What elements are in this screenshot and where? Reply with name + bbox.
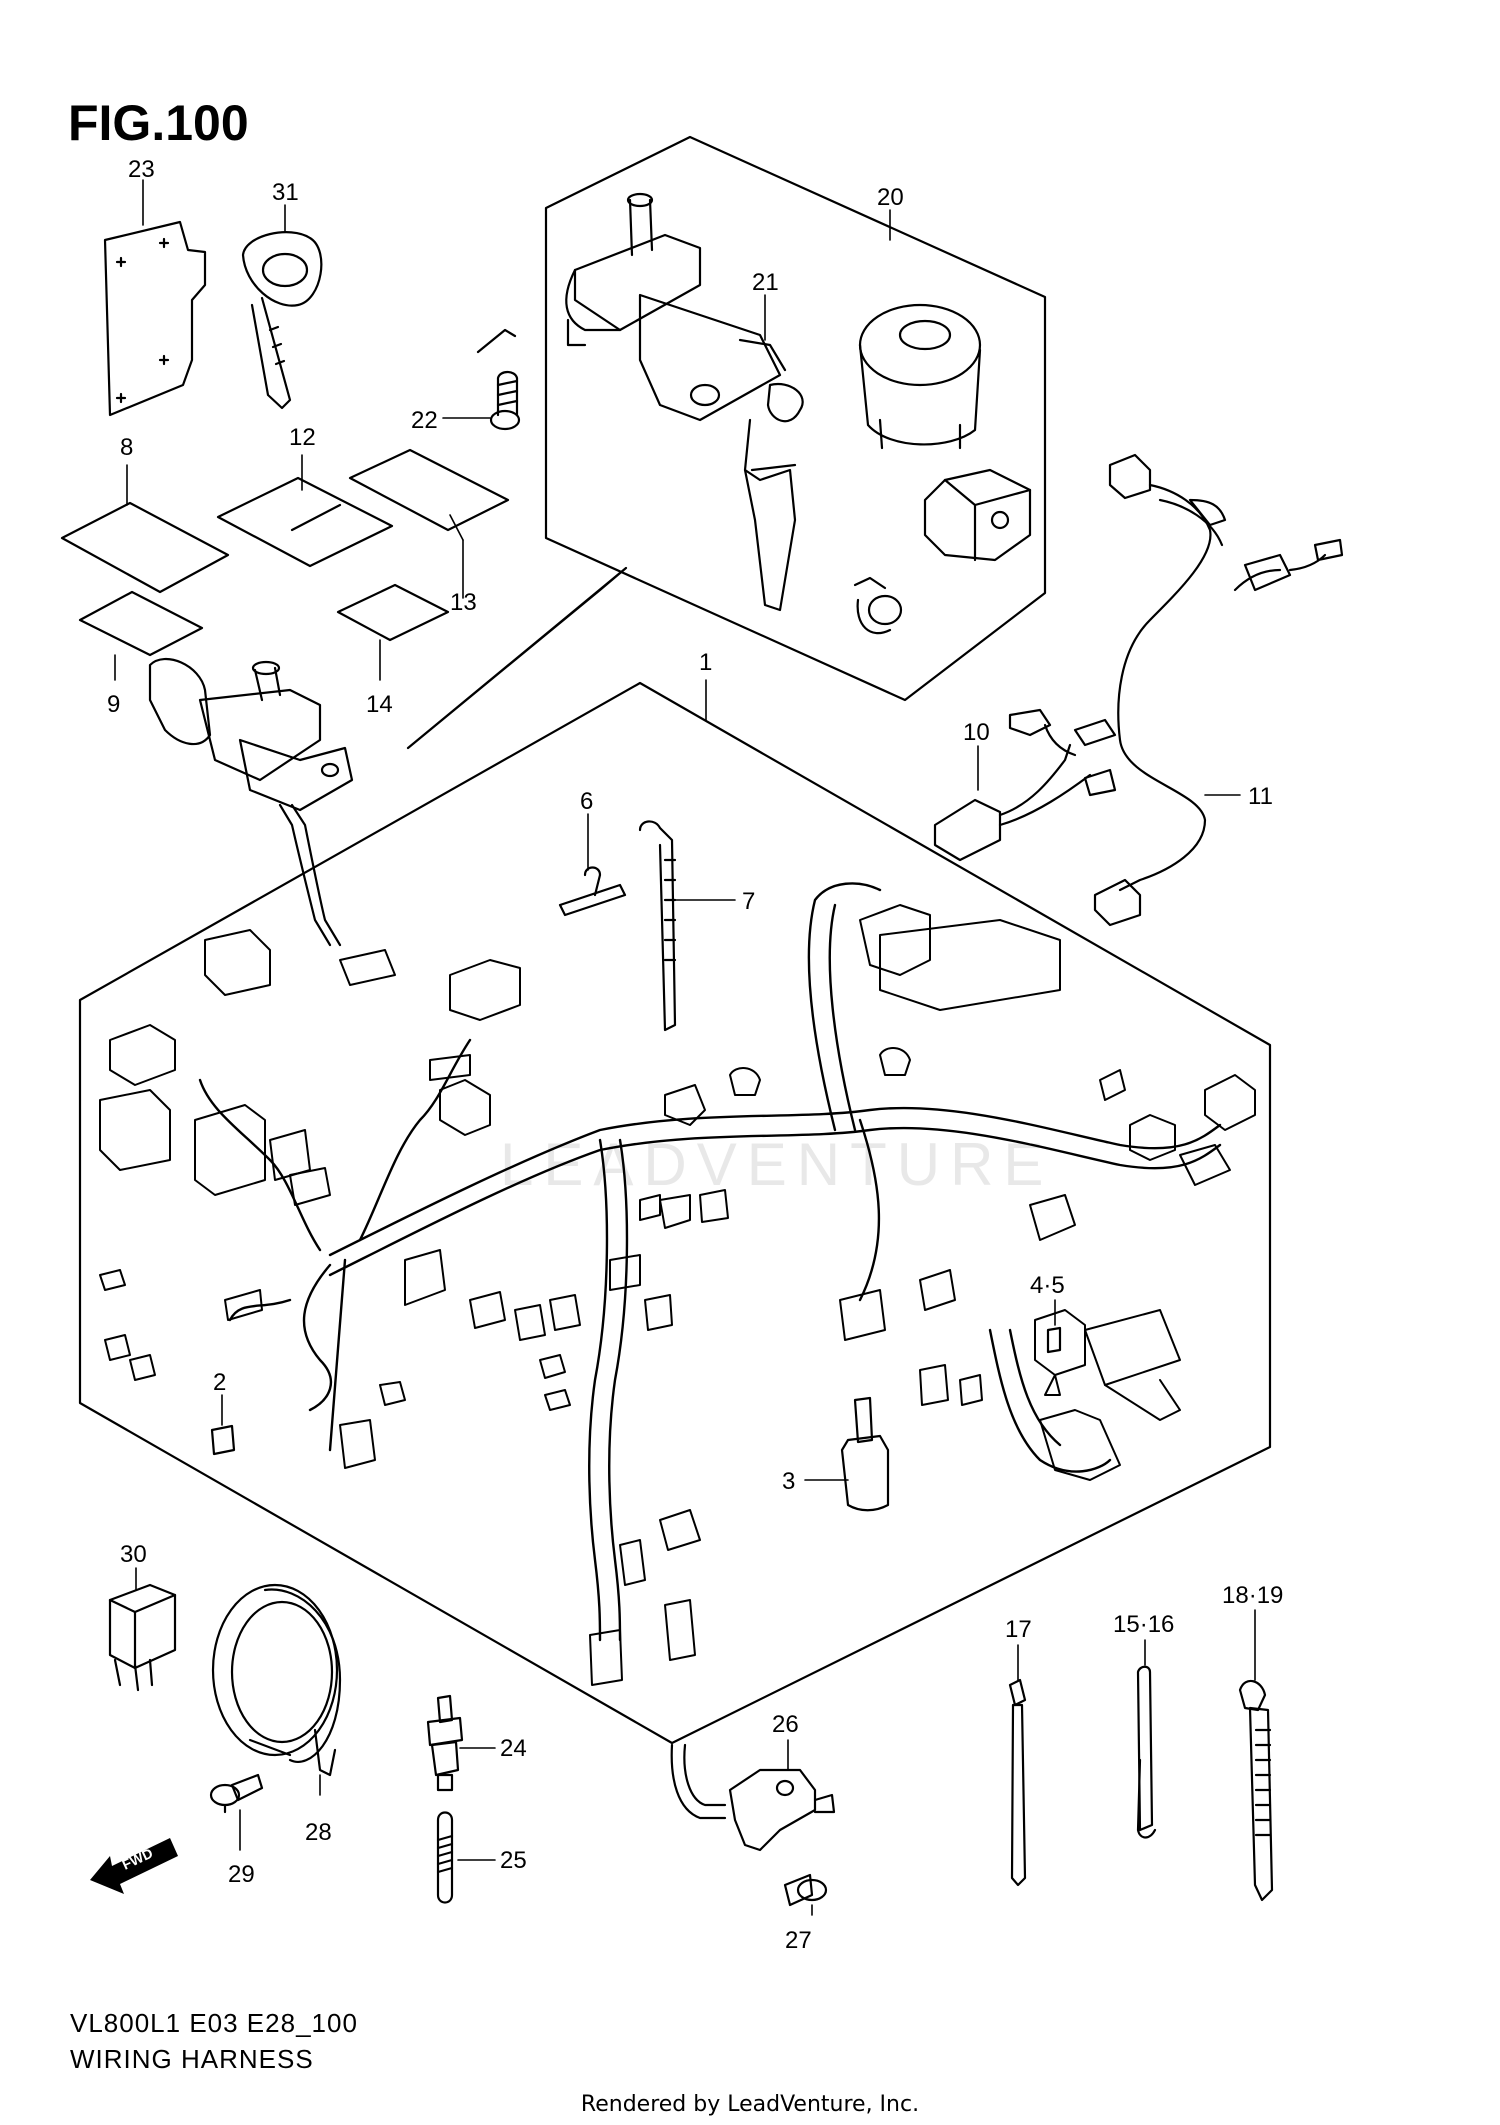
tie-15-16 bbox=[1136, 1665, 1157, 1839]
switch-24 bbox=[426, 1694, 464, 1792]
tie-17 bbox=[1008, 1678, 1027, 1887]
figure-title: FIG.100 bbox=[68, 95, 249, 151]
callout-7: 7 bbox=[742, 888, 755, 915]
callout-20: 20 bbox=[877, 184, 904, 211]
watermark-text: LEADVENTURE bbox=[500, 1131, 1054, 1198]
sticker-8 bbox=[60, 501, 230, 594]
callout-11: 11 bbox=[1248, 783, 1273, 810]
callout-15-16: 15·16 bbox=[1113, 1611, 1174, 1638]
callout-13: 13 bbox=[450, 589, 477, 616]
tie-7 bbox=[638, 820, 677, 1032]
bolt-29 bbox=[209, 1773, 264, 1814]
bolt-27 bbox=[783, 1873, 828, 1907]
lock-cylinder bbox=[853, 576, 903, 635]
callout-31: 31 bbox=[272, 179, 299, 206]
wiring-harness-box bbox=[78, 681, 1272, 1745]
callout-10: 10 bbox=[963, 719, 990, 746]
callout-25: 25 bbox=[500, 1847, 527, 1874]
sticker-9 bbox=[78, 590, 204, 657]
callout-4-5: 4·5 bbox=[1030, 1272, 1065, 1299]
harness-connectors bbox=[99, 904, 1256, 1686]
callout-30: 30 bbox=[120, 1541, 147, 1568]
callout-6: 6 bbox=[580, 788, 593, 815]
leader-lines bbox=[114, 179, 1256, 1916]
callout-24: 24 bbox=[500, 1735, 527, 1762]
diagram-name: WIRING HARNESS bbox=[70, 2044, 314, 2074]
sticker-13a bbox=[348, 448, 510, 532]
tie-18-19 bbox=[1238, 1679, 1274, 1902]
callout-labels: 23 31 20 21 22 8 12 13 9 14 1 10 11 6 7 … bbox=[107, 156, 1283, 1954]
sticker-12 bbox=[216, 476, 394, 568]
callout-26: 26 bbox=[772, 1711, 799, 1738]
horn-28 bbox=[211, 1583, 342, 1777]
callout-17: 17 bbox=[1005, 1616, 1032, 1643]
screw-22 bbox=[476, 318, 587, 431]
sticker-14 bbox=[336, 583, 450, 642]
callout-22: 22 bbox=[411, 407, 438, 434]
callout-18-19: 18·19 bbox=[1222, 1582, 1283, 1609]
model-code: VL800L1 E03 E28_100 bbox=[70, 2008, 358, 2038]
callout-8: 8 bbox=[120, 434, 133, 461]
sensor-26 bbox=[670, 1743, 836, 1852]
ignition-switch-left bbox=[148, 657, 354, 947]
callout-21: 21 bbox=[752, 269, 779, 296]
sensor-3 bbox=[840, 1396, 890, 1512]
callout-27: 27 bbox=[785, 1927, 812, 1954]
ignition-kit-box bbox=[544, 135, 1047, 702]
clip-6 bbox=[558, 866, 627, 917]
harness-main bbox=[198, 882, 1222, 1642]
callout-23: 23 bbox=[128, 156, 155, 183]
sub-harness-10 bbox=[933, 708, 1117, 862]
relay-30 bbox=[108, 1583, 177, 1692]
fuse-4-5 bbox=[1046, 1326, 1062, 1354]
connector-2 bbox=[210, 1424, 236, 1456]
callout-28: 28 bbox=[305, 1819, 332, 1846]
ignition-switch-assembly bbox=[565, 192, 804, 612]
ignition-cap bbox=[858, 303, 982, 450]
rendered-by-credit: Rendered by LeadVenture, Inc. bbox=[580, 2092, 920, 2117]
ignition-cover bbox=[923, 468, 1032, 562]
orientation-wedge bbox=[406, 566, 628, 750]
callout-2: 2 bbox=[213, 1369, 226, 1396]
spring-25 bbox=[436, 1811, 454, 1904]
callout-12: 12 bbox=[289, 424, 316, 451]
callout-1: 1 bbox=[699, 649, 712, 676]
callout-29: 29 bbox=[228, 1861, 255, 1888]
fwd-arrow: FWD bbox=[90, 1838, 178, 1894]
key-31 bbox=[241, 231, 323, 410]
callout-14: 14 bbox=[366, 691, 393, 718]
callout-3: 3 bbox=[782, 1468, 795, 1495]
sub-harness-11 bbox=[1093, 453, 1344, 927]
plate-23 bbox=[103, 220, 207, 417]
callout-9: 9 bbox=[107, 691, 120, 718]
